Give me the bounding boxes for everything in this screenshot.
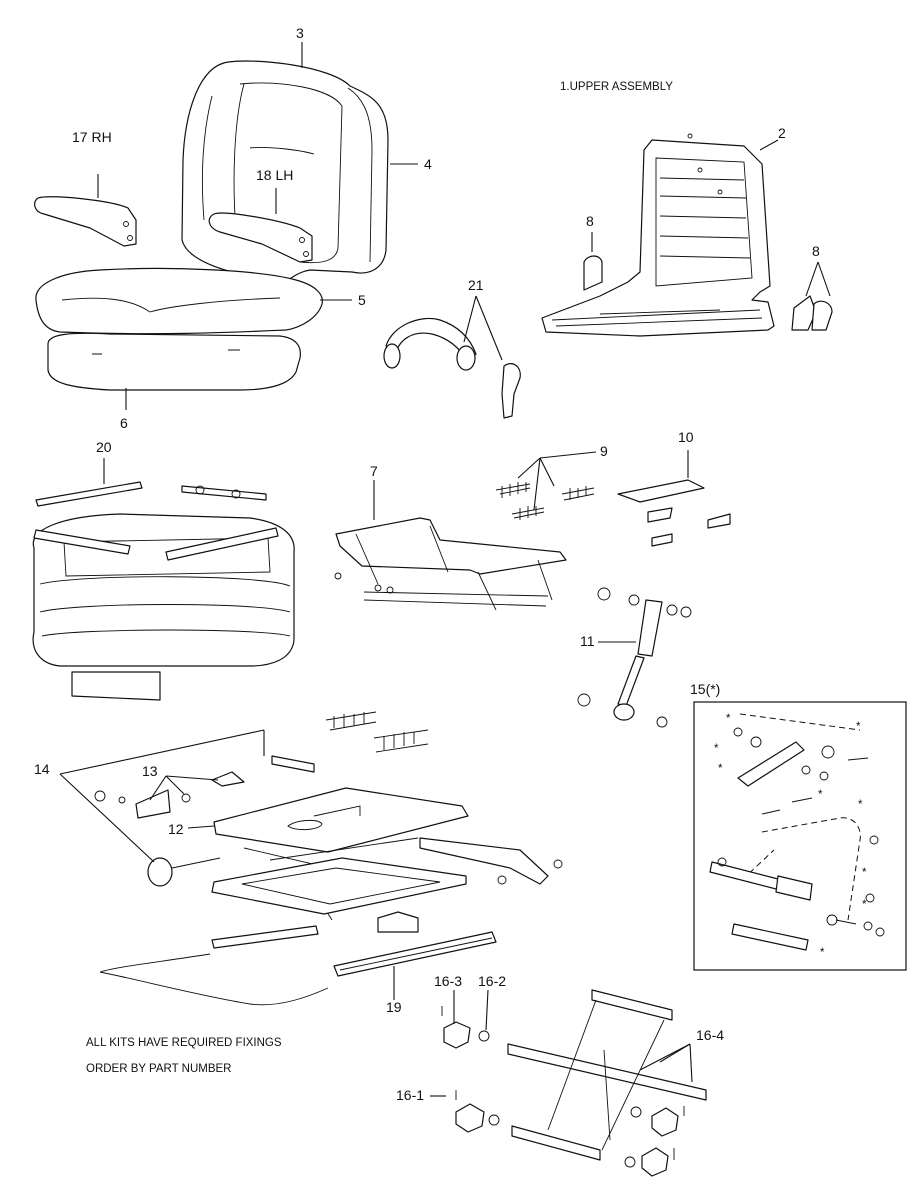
note-order: ORDER BY PART NUMBER [86,1063,232,1075]
star-5: * [818,789,823,801]
label-part-17: 17 RH [72,129,112,145]
label-part-13: 13 [142,763,158,779]
shock-absorber-part-11 [577,587,692,728]
seat-cushion-top-part-5 [35,267,323,335]
star-2: * [714,743,719,755]
star-8: * [862,899,867,911]
label-part-4: 4 [424,156,432,172]
label-part-19: 19 [386,999,402,1015]
star-7: * [862,867,867,879]
springs-part-14 [271,711,429,773]
label-part-12: 12 [168,821,184,837]
label-part-15: 15(*) [690,681,720,697]
label-part-18: 18 LH [256,167,293,183]
label-part-6: 6 [120,415,128,431]
scissor-base-part-12 [147,787,563,949]
bushes-part-16 [441,1006,500,1133]
label-part-10: 10 [678,429,694,445]
label-part-16-4: 16-4 [696,1027,724,1043]
slide-assembly-part-7 [334,517,567,611]
label-part-16-1: 16-1 [396,1087,424,1103]
star-4: * [856,721,861,733]
star-3: * [718,763,723,775]
label-part-14: 14 [34,761,50,777]
detail-box-contents [709,713,885,951]
latch-part-10 [617,479,731,547]
armrest-part-18-lh [208,212,313,263]
star-6: * [858,799,863,811]
label-part-11: 11 [580,633,595,649]
part-labels: 1.UPPER ASSEMBLY 3 4 17 RH 18 LH 5 6 2 8… [34,25,820,1103]
label-part-21: 21 [468,277,484,293]
rail-part-19 [333,931,497,977]
label-part-3: 3 [296,25,304,41]
star-9: * [820,947,825,959]
detail-stars: * * * * * * * * * [714,713,867,959]
label-part-16-3: 16-3 [434,973,462,989]
brackets-part-13 [94,771,245,819]
note-fixings: ALL KITS HAVE REQUIRED FIXINGS [86,1037,282,1049]
ordering-notes: ALL KITS HAVE REQUIRED FIXINGS ORDER BY … [86,1037,282,1075]
seat-belt-part-21 [383,317,521,419]
label-part-5: 5 [358,292,366,308]
suspension-bellows-part-20 [32,513,295,701]
hinge-cover-part-8-left [583,255,603,291]
springs-part-9 [495,482,595,520]
cushion-rods-part-20 [35,481,267,507]
hinge-cover-part-8-right [791,295,833,331]
upper-frame-part-2 [541,133,775,337]
star-1: * [726,713,731,725]
label-part-16-2: 16-2 [478,973,506,989]
label-part-2: 2 [778,125,786,141]
lower-frame-part-16-4 [507,989,707,1177]
leader-lines [59,42,831,1097]
armrest-part-17-rh [34,196,137,247]
seat-cushion-base-part-6 [47,332,301,391]
label-part-9: 9 [600,443,608,459]
label-upper-assembly: 1.UPPER ASSEMBLY [560,81,673,93]
label-part-7: 7 [370,463,378,479]
label-part-20: 20 [96,439,112,455]
label-part-8-right: 8 [812,243,820,259]
label-part-8-left: 8 [586,213,594,229]
cable-part-14 [99,953,329,1006]
